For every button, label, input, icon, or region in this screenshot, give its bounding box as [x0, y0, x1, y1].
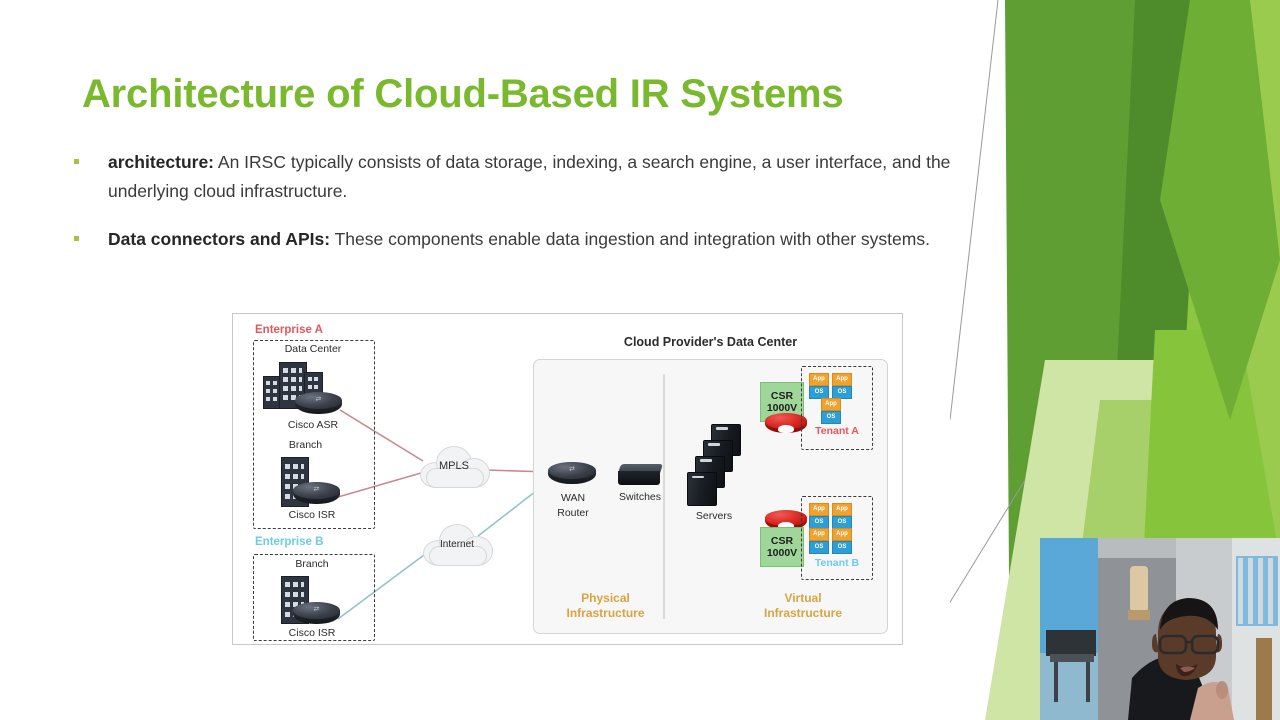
node-label-wan-router-2: Router	[557, 507, 589, 519]
bullet-lead: Data connectors and APIs:	[108, 229, 331, 250]
bullet-square-icon	[74, 236, 79, 242]
site-label-branch-b: Branch	[295, 558, 329, 570]
cisco-isr-router-icon: ⇄	[293, 482, 340, 509]
bullet-square-icon	[74, 159, 79, 164]
site-label-data-center: Data Center	[284, 343, 342, 355]
list-item: architecture: An IRSC typically consists…	[70, 148, 960, 205]
enterprise-b-box	[253, 554, 375, 641]
node-label-wan-router-1: WAN	[560, 492, 586, 504]
enterprise-a-title: Enterprise A	[255, 324, 323, 336]
vm-block: App OS	[832, 528, 852, 554]
list-item: Data connectors and APIs: These componen…	[70, 225, 960, 254]
bullet-body: An IRSC typically consists of data stora…	[108, 152, 951, 201]
vm-block: App OS	[809, 373, 829, 399]
tenant-a-box: App OS App OS App OS Tenant A	[801, 366, 873, 450]
vm-block: App OS	[809, 528, 829, 554]
internet-cloud-icon: Internet	[421, 520, 493, 566]
physical-infrastructure-label: Physical Infrastructure	[566, 591, 645, 620]
page-title: Architecture of Cloud-Based IR Systems	[82, 72, 844, 116]
cisco-isr-router-icon: ⇄	[293, 602, 340, 629]
enterprise-b-title: Enterprise B	[255, 536, 324, 548]
webcam-video-overlay	[1040, 538, 1280, 720]
bullet-text: architecture: An IRSC typically consists…	[108, 148, 953, 205]
cloud-provider-title: Cloud Provider's Data Center	[623, 335, 798, 349]
bullet-text: Data connectors and APIs: These componen…	[108, 225, 930, 254]
node-label-servers: Servers	[695, 510, 733, 522]
node-label-switches: Switches	[618, 491, 661, 503]
cisco-asr-router-icon: ⇄	[295, 392, 342, 419]
servers-stack-icon	[685, 424, 747, 506]
wan-router-icon: ⇄	[548, 462, 596, 490]
enterprise-a-box	[253, 340, 375, 529]
vm-block: App OS	[832, 503, 852, 529]
panel-divider	[663, 374, 665, 619]
bullet-list: architecture: An IRSC typically consists…	[70, 148, 960, 274]
tenant-b-box: App OS App OS App OS App OS Tenant B	[801, 496, 873, 580]
vm-block: App OS	[809, 503, 829, 529]
tenant-b-name: Tenant B	[814, 557, 860, 569]
virtual-router-icon-tenant-a	[765, 413, 807, 438]
switch-icon	[618, 464, 664, 486]
vm-block: App OS	[832, 373, 852, 399]
csr-1000v-box-tenant-b: CSR 1000V	[760, 527, 804, 567]
bullet-lead: architecture:	[108, 152, 215, 172]
tenant-a-name: Tenant A	[815, 425, 859, 437]
vm-block: App OS	[821, 398, 841, 424]
mpls-cloud-icon: MPLS	[418, 442, 490, 488]
device-label-cisco-isr-b: Cisco ISR	[288, 627, 336, 639]
device-label-cisco-asr: Cisco ASR	[287, 419, 339, 431]
bullet-body: These components enable data ingestion a…	[330, 229, 930, 250]
device-label-cisco-isr-a: Cisco ISR	[288, 509, 336, 521]
virtual-router-icon-tenant-b	[765, 510, 807, 535]
network-architecture-diagram: Enterprise A Data Center ⇄ Cisco ASR Bra…	[232, 313, 903, 645]
internet-label: Internet	[440, 539, 474, 550]
mpls-label: MPLS	[439, 460, 469, 472]
site-label-branch-a: Branch	[288, 439, 323, 451]
virtual-infrastructure-label: Virtual Infrastructure	[763, 591, 843, 620]
